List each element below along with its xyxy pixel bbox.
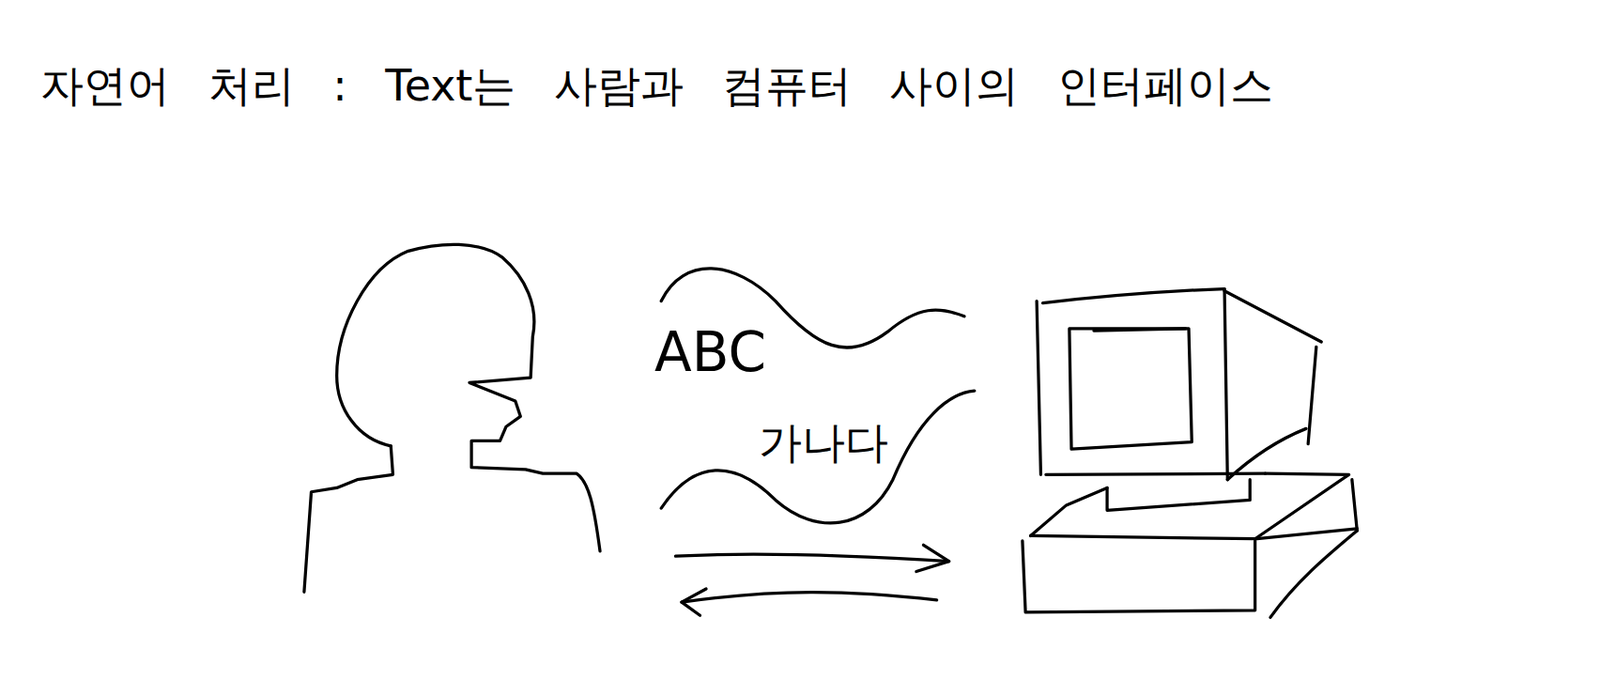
text-waves	[661, 268, 975, 524]
text-sample-label: ABC	[650, 323, 770, 384]
person-silhouette	[304, 244, 600, 592]
exchange-arrows	[675, 544, 949, 616]
text-sample-label: 가나다	[754, 418, 893, 467]
computer-drawing	[1022, 289, 1357, 618]
title: 자연어 처리 : Text는 사람과 컴퓨터 사이의 인터페이스	[40, 61, 1274, 110]
